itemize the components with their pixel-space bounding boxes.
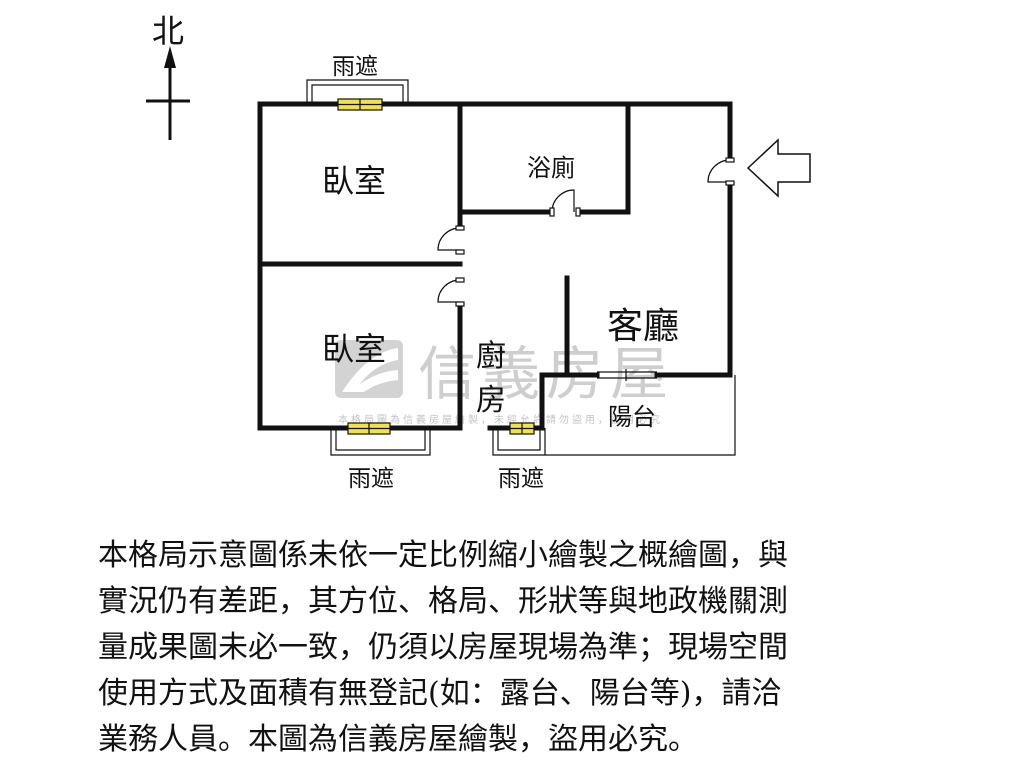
- room-label-living-room: 客廳: [607, 306, 679, 347]
- balcony-outline: [545, 375, 736, 456]
- disclaimer-line: 本格局示意圖係未依一定比例縮小繪製之概繪圖，與: [98, 538, 788, 573]
- awning-bottom-left: [330, 428, 431, 456]
- awning-label-bottom-left: 雨遮: [348, 466, 394, 492]
- floor-plan: 信義房屋 本格局圖為信義房屋繪製，未經允許請勿盜用，盜用必究 北: [146, 12, 811, 492]
- brand-logo-icon: [335, 340, 403, 398]
- balcony-sliding-door: [597, 369, 657, 381]
- disclaimer-line: 業務人員。本圖為信義房屋繪製，盜用必究。: [98, 722, 698, 757]
- window-bottom-left: [347, 422, 391, 435]
- window-top: [337, 98, 383, 111]
- windows: [337, 98, 535, 435]
- awning-label-top: 雨遮: [332, 54, 378, 80]
- bedroom-1-door: [437, 225, 465, 255]
- awning-top: [306, 79, 409, 104]
- room-label-kitchen-2: 房: [476, 383, 506, 418]
- bedroom-2-door: [437, 277, 465, 307]
- room-label-balcony: 陽台: [608, 403, 656, 431]
- room-label-bedroom-2: 臥室: [322, 330, 386, 368]
- room-label-kitchen-1: 廚: [476, 339, 506, 374]
- entrance-arrow-icon: [746, 138, 811, 198]
- awning-label-bottom-right: 雨遮: [498, 466, 544, 492]
- entrance-door: [707, 157, 735, 186]
- awnings: [306, 79, 736, 456]
- disclaimer-line: 使用方式及面積有無登記(如：露台、陽台等)，請洽: [98, 676, 782, 711]
- disclaimer-line: 實況仍有差距，其方位、格局、形狀等與地政機關測: [98, 584, 788, 619]
- room-label-bedroom-1: 臥室: [322, 162, 386, 200]
- window-bottom-right: [509, 422, 535, 435]
- disclaimer-text: 本格局示意圖係未依一定比例縮小繪製之概繪圖，與 實況仍有差距，其方位、格局、形狀…: [98, 533, 948, 763]
- north-arrow-icon: [164, 46, 176, 68]
- watermark-notice: 本格局圖為信義房屋繪製，未經允許請勿盜用，盜用必究: [338, 413, 663, 426]
- awning-bottom-right: [492, 428, 546, 456]
- doors: [437, 157, 735, 381]
- north-compass: 北: [146, 12, 190, 140]
- room-label-bathroom: 浴廁: [527, 154, 575, 182]
- disclaimer-line: 量成果圖未必一致，仍須以房屋現場為準；現場空間: [98, 630, 788, 665]
- bathroom-door: [549, 189, 581, 217]
- north-label: 北: [152, 12, 184, 50]
